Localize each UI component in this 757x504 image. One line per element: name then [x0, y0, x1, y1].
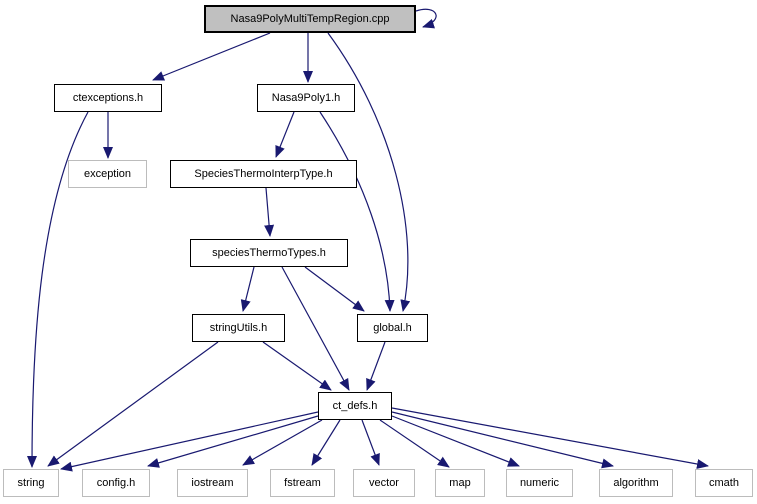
- node-nasa9polymultitempregion-cpp[interactable]: Nasa9PolyMultiTempRegion.cpp: [204, 5, 416, 33]
- node-cmath: cmath: [695, 469, 753, 497]
- edge-nasa9poly1-to-speciesthermointerptype: [275, 111, 295, 158]
- edge-cpp-to-global: [327, 32, 411, 312]
- node-global-h[interactable]: global.h: [357, 314, 428, 342]
- edge-stringutils-to-ctdefs: [262, 341, 332, 391]
- node-ctexceptions-h[interactable]: ctexceptions.h: [54, 84, 162, 112]
- edge-speciesthermotypes-to-global: [304, 266, 365, 312]
- node-speciesthermotypes-h[interactable]: speciesThermoTypes.h: [190, 239, 348, 267]
- edge-speciesthermotypes-to-ctdefs: [281, 266, 350, 391]
- edge-ctdefs-to-vector: [361, 419, 380, 466]
- node-config-h: config.h: [82, 469, 150, 497]
- node-algorithm: algorithm: [599, 469, 673, 497]
- node-stringutils-h[interactable]: stringUtils.h: [192, 314, 285, 342]
- edge-speciesthermotypes-to-stringutils: [240, 266, 255, 312]
- node-map: map: [435, 469, 485, 497]
- edge-speciesthermointerptype-to-speciesthermotypes: [264, 187, 275, 237]
- edge-ctdefs-to-numeric: [391, 415, 520, 467]
- node-string: string: [3, 469, 59, 497]
- edge-ctdefs-to-map: [379, 419, 450, 468]
- node-numeric: numeric: [506, 469, 573, 497]
- edge-global-to-ctdefs: [366, 341, 386, 391]
- edge-ctdefs-to-config: [147, 415, 319, 468]
- node-speciesthermointerptype-h[interactable]: SpeciesThermoInterpType.h: [170, 160, 357, 188]
- edge-ctdefs-to-string: [60, 411, 319, 472]
- edge-ctdefs-to-algorithm: [391, 411, 614, 469]
- edge-ctexceptions-to-string: [27, 111, 89, 468]
- edge-cpp-self-loop: [415, 8, 437, 29]
- node-vector: vector: [353, 469, 415, 497]
- node-nasa9poly1-h[interactable]: Nasa9Poly1.h: [257, 84, 355, 112]
- edge-nasa9poly1-to-global: [319, 111, 395, 312]
- node-iostream: iostream: [177, 469, 248, 497]
- node-exception: exception: [68, 160, 147, 188]
- edge-ctdefs-to-cmath: [391, 407, 709, 469]
- edge-stringutils-to-string: [47, 341, 219, 467]
- edge-cpp-to-ctexceptions: [152, 32, 271, 81]
- edge-ctdefs-to-iostream: [242, 419, 323, 466]
- node-ct-defs-h[interactable]: ct_defs.h: [318, 392, 392, 420]
- edge-ctdefs-to-fstream: [311, 419, 341, 466]
- node-fstream: fstream: [270, 469, 335, 497]
